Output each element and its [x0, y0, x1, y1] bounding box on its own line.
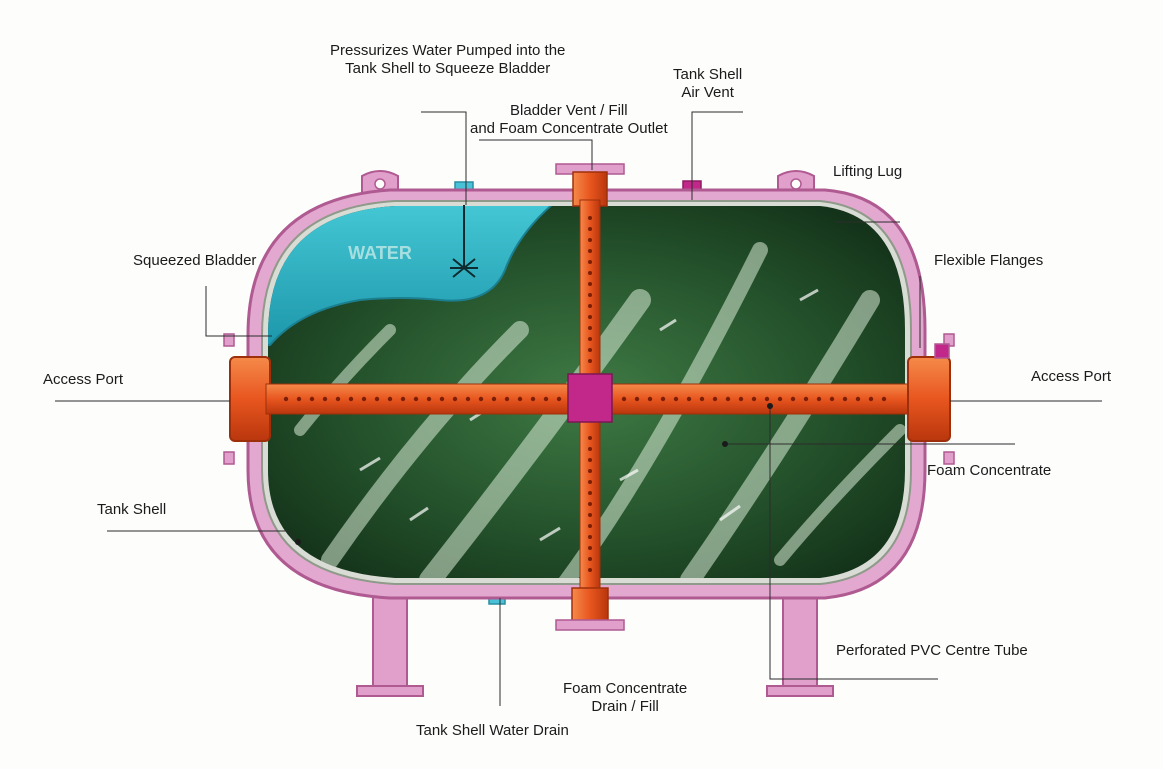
- water-spray-icon: [450, 205, 478, 278]
- label-squeezed-bladder: Squeezed Bladder: [133, 252, 257, 269]
- water-region: [268, 206, 563, 346]
- tube-perforations: [283, 216, 887, 572]
- label-perforated-tube: Perforated PVC Centre Tube: [836, 642, 1028, 659]
- label-access-port-right: Access Port: [1031, 368, 1112, 385]
- tank-legs: [356, 584, 834, 697]
- label-tank-shell: Tank Shell: [97, 501, 167, 518]
- label-bladder-vent-fill: Bladder Vent / Fill and Foam Concentrate…: [470, 102, 668, 137]
- label-access-port-left: Access Port: [43, 371, 124, 388]
- label-tank-shell-water-drain: Tank Shell Water Drain: [416, 722, 569, 739]
- label-tank-shell-air-vent: Tank Shell Air Vent: [673, 66, 743, 101]
- leader-lines: [55, 111, 1102, 706]
- label-foam-concentrate: Foam Concentrate: [927, 462, 1052, 479]
- leader-dots: [295, 403, 773, 545]
- label-lifting-lug: Lifting Lug: [833, 163, 903, 180]
- label-pressurizes-water: Pressurizes Water Pumped into the Tank S…: [330, 42, 566, 77]
- label-foam-drain-fill: Foam Concentrate Drain / Fill: [563, 680, 688, 715]
- flexible-flanges: [223, 333, 955, 465]
- label-flexible-flanges: Flexible Flanges: [934, 252, 1044, 269]
- water-text: WATER: [348, 243, 412, 263]
